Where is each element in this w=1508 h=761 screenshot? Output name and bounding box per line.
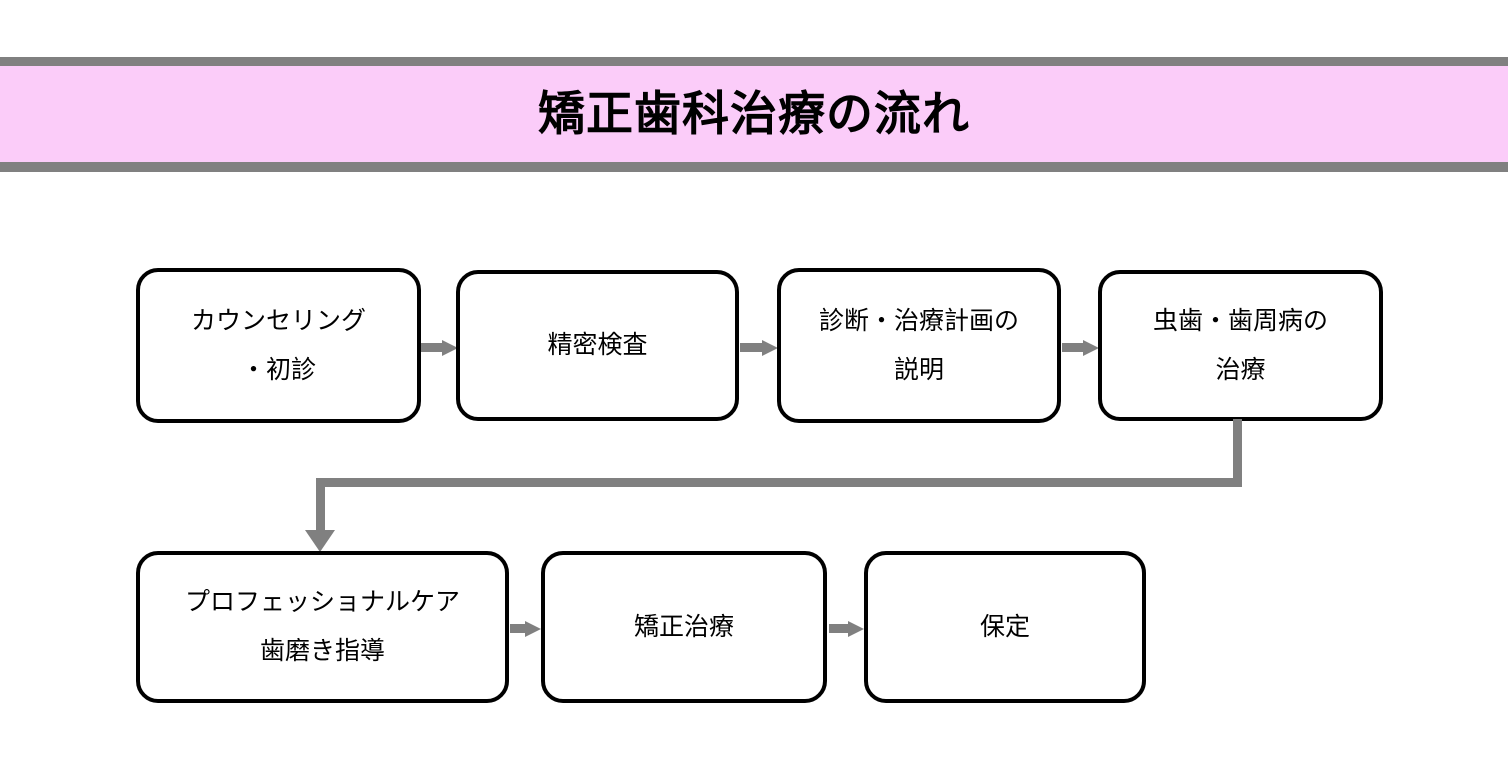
page-title: 矯正歯科治療の流れ [538,87,970,142]
flow-node-diagnosis[interactable]: 診断・治療計画の 説明 [777,268,1061,423]
arrow-head [848,621,864,637]
arrow-right-icon-4 [510,621,541,637]
arrow-shaft [1062,343,1084,352]
flow-node-ortho-line1: 矯正治療 [633,611,734,641]
flow-node-retention[interactable]: 保定 [864,551,1146,703]
flow-node-caries-periodontal[interactable]: 虫歯・歯周病の 治療 [1098,270,1383,421]
arrow-right-icon-1 [421,340,458,356]
flow-node-exam-line1: 精密検査 [547,330,648,360]
arrow-head [762,340,778,356]
arrow-right-icon-2 [740,340,778,356]
flow-node-retention-line1: 保定 [979,611,1030,641]
arrow-shaft [740,343,763,352]
connector-segment-vertical-down [1233,419,1242,487]
connector-segment-vertical-to-row2 [316,478,325,532]
banner-bottom-rule [0,162,1508,172]
arrow-head [1083,340,1099,356]
flow-node-counseling[interactable]: カウンセリング ・初診 [136,268,421,423]
flow-node-procare-line1: プロフェッショナルケア [184,587,460,617]
banner-fill [0,66,1508,163]
arrow-shaft [829,624,849,633]
flow-node-caries-line1: 虫歯・歯周病の [1152,305,1328,335]
arrow-shaft [421,343,443,352]
flow-node-counseling-line2: ・初診 [240,354,316,384]
flow-node-diagnosis-line2: 説明 [893,354,944,384]
arrow-down-icon [305,530,335,552]
flow-node-orthodontic-treatment[interactable]: 矯正治療 [541,551,827,703]
arrow-right-icon-5 [829,621,864,637]
banner-top-rule [0,57,1508,67]
flow-node-exam[interactable]: 精密検査 [456,270,739,421]
arrow-head [442,340,458,356]
flow-node-procare-line2: 歯磨き指導 [259,636,385,665]
flow-node-diagnosis-line1: 診断・治療計画の [818,305,1019,335]
arrow-right-icon-3 [1062,340,1099,356]
flow-node-caries-line2: 治療 [1215,354,1266,384]
flow-node-professional-care[interactable]: プロフェッショナルケア 歯磨き指導 [136,551,509,703]
connector-segment-horizontal-left [316,478,1242,487]
flow-node-counseling-line1: カウンセリング [190,305,366,335]
arrow-head [525,621,541,637]
title-banner: 矯正歯科治療の流れ [0,57,1508,172]
arrow-shaft [510,624,526,633]
